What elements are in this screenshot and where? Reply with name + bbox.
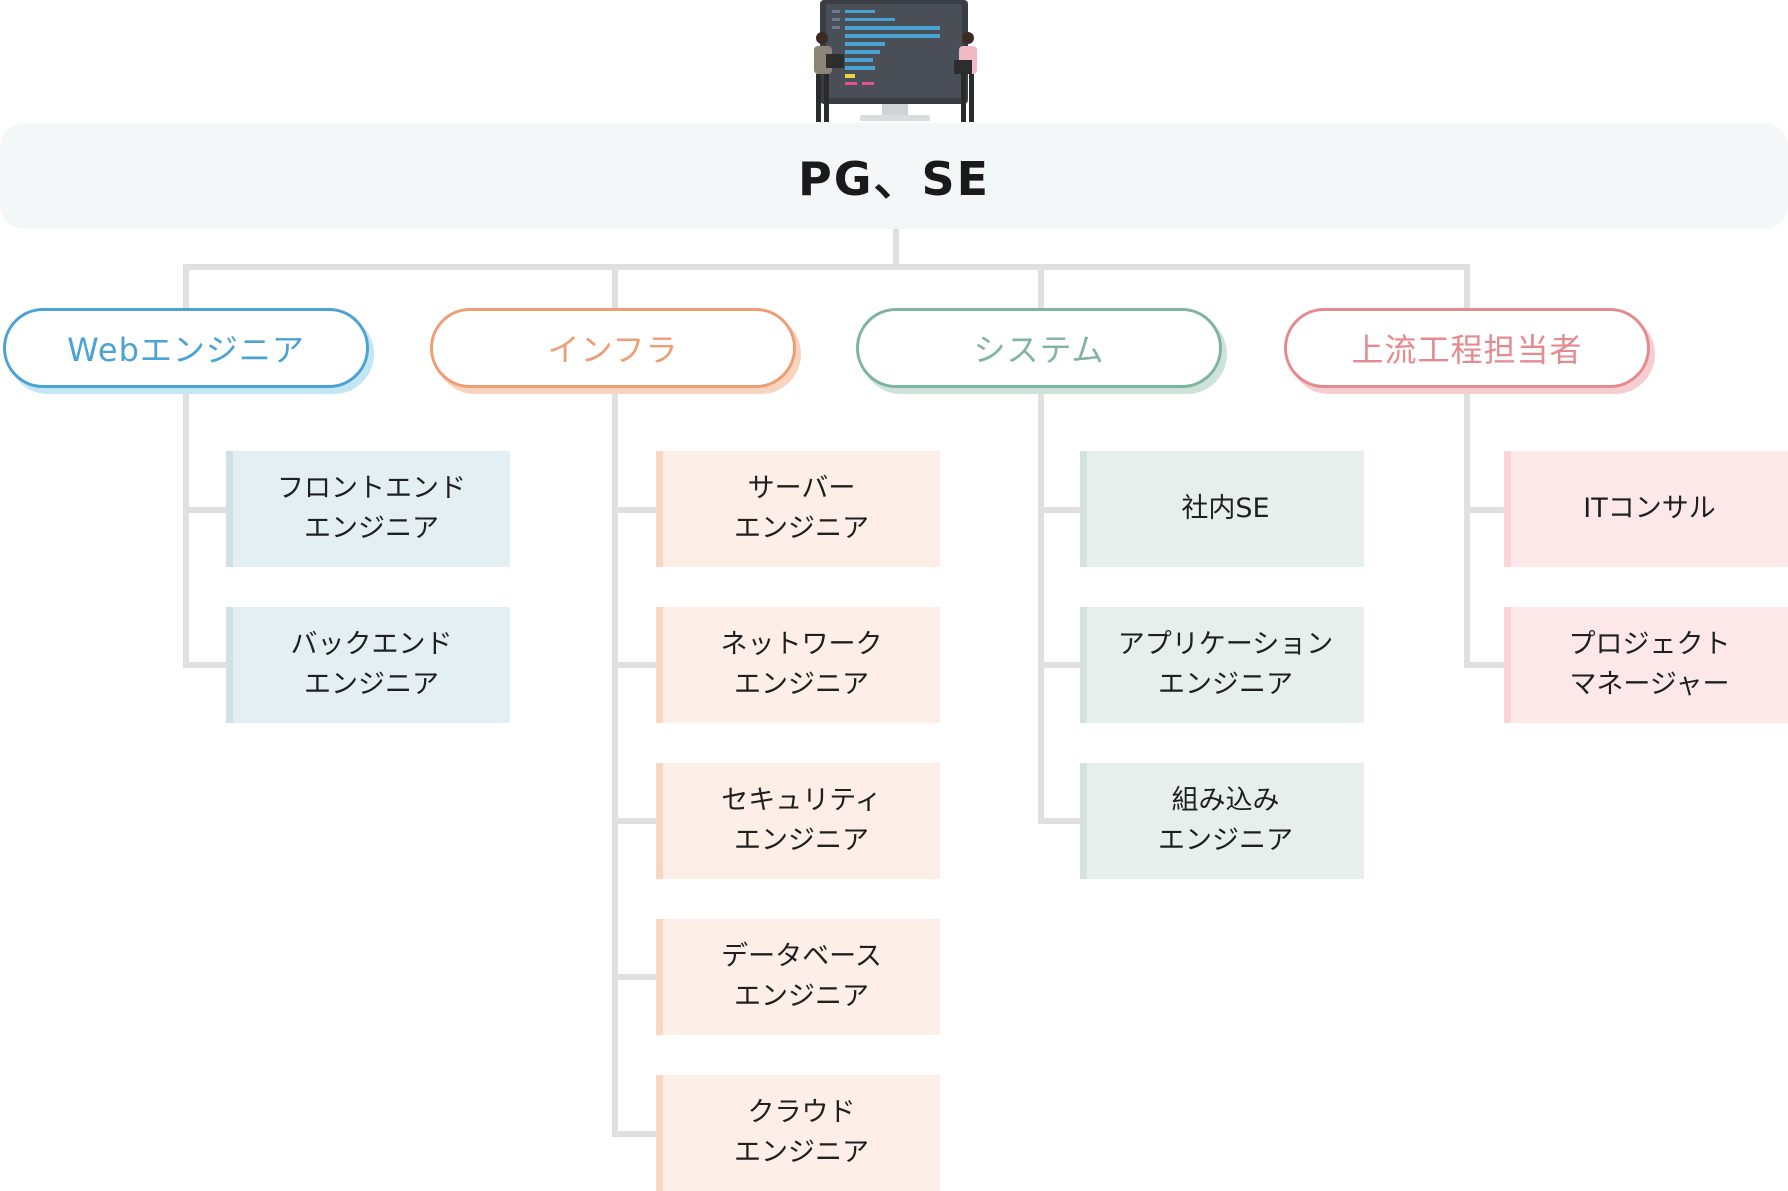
upstream-vertical <box>1464 390 1470 667</box>
category-label: システム <box>973 331 1105 369</box>
category-label: 上流工程担当者 <box>1351 331 1583 369</box>
branch-stem-upstream <box>1464 264 1470 308</box>
category-infra: インフラ <box>430 308 796 388</box>
person-icon <box>816 32 828 44</box>
job-backend-engineer: バックエンド エンジニア <box>226 607 510 723</box>
top-connector <box>183 264 1469 270</box>
job-internal-se: 社内SE <box>1080 451 1364 567</box>
infra-stub <box>612 662 656 668</box>
root-title: PG、SE <box>797 152 991 206</box>
system-vertical <box>1038 390 1044 823</box>
infra-stub <box>612 507 656 513</box>
person-icon <box>962 32 974 44</box>
job-database-engineer: データベース エンジニア <box>656 919 940 1035</box>
system-stub <box>1038 818 1082 824</box>
job-cloud-engineer: クラウド エンジニア <box>656 1075 940 1191</box>
web-vertical <box>183 390 189 667</box>
category-label: Webエンジニア <box>67 331 305 369</box>
branch-stem-infra <box>612 264 618 308</box>
job-application-engineer: アプリケーション エンジニア <box>1080 607 1364 723</box>
branch-stem-system <box>1038 264 1044 308</box>
infra-stub <box>612 1131 656 1137</box>
infra-stub <box>612 974 656 980</box>
job-it-consultant: ITコンサル <box>1504 451 1788 567</box>
category-system: システム <box>856 308 1222 388</box>
job-security-engineer: セキュリティ エンジニア <box>656 763 940 879</box>
job-project-manager: プロジェクト マネージャー <box>1504 607 1788 723</box>
category-upstream: 上流工程担当者 <box>1284 308 1650 388</box>
root-stem <box>893 229 899 267</box>
upstream-stub <box>1464 507 1508 513</box>
branch-stem-web <box>183 264 189 308</box>
category-web: Webエンジニア <box>3 308 369 388</box>
category-label: インフラ <box>547 331 679 369</box>
system-stub <box>1038 507 1082 513</box>
root-node: PG、SE <box>0 123 1788 229</box>
developers-illustration <box>814 0 977 122</box>
infra-stub <box>612 818 656 824</box>
job-server-engineer: サーバー エンジニア <box>656 451 940 567</box>
web-stub <box>183 662 227 668</box>
system-stub <box>1038 662 1082 668</box>
web-stub <box>183 507 227 513</box>
job-network-engineer: ネットワーク エンジニア <box>656 607 940 723</box>
upstream-stub <box>1464 662 1508 668</box>
job-frontend-engineer: フロントエンド エンジニア <box>226 451 510 567</box>
job-embedded-engineer: 組み込み エンジニア <box>1080 763 1364 879</box>
infra-vertical <box>612 390 618 1137</box>
